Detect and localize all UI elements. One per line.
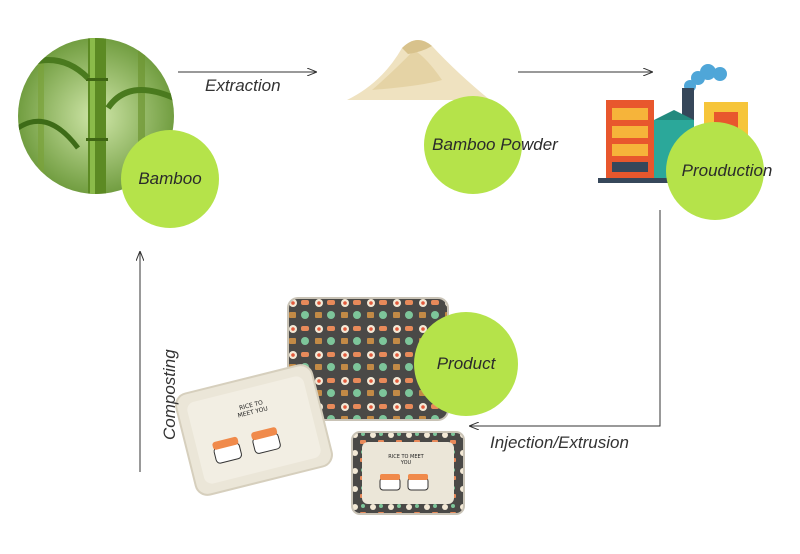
small-tray-label: RICE TO MEET YOU — [388, 454, 423, 466]
product-node: Product — [414, 312, 518, 416]
bamboo-label: Bamboo — [138, 169, 201, 189]
production-label: Prouduction — [682, 161, 773, 181]
bamboo-node: Bamboo — [121, 130, 219, 228]
small-tray-image — [350, 430, 466, 516]
beige-tray-image — [174, 360, 334, 500]
composting-label: Composting — [160, 349, 180, 440]
injection-extrusion-label: Injection/Extrusion — [490, 433, 629, 453]
bamboo-powder-node: Bamboo Powder — [424, 96, 522, 194]
product-label: Product — [437, 354, 496, 374]
small-tray-text: RICE TO MEET YOU — [384, 454, 428, 466]
production-node: Prouduction — [666, 122, 764, 220]
extraction-label: Extraction — [205, 76, 281, 96]
bamboo-powder-label: Bamboo Powder — [432, 135, 558, 155]
